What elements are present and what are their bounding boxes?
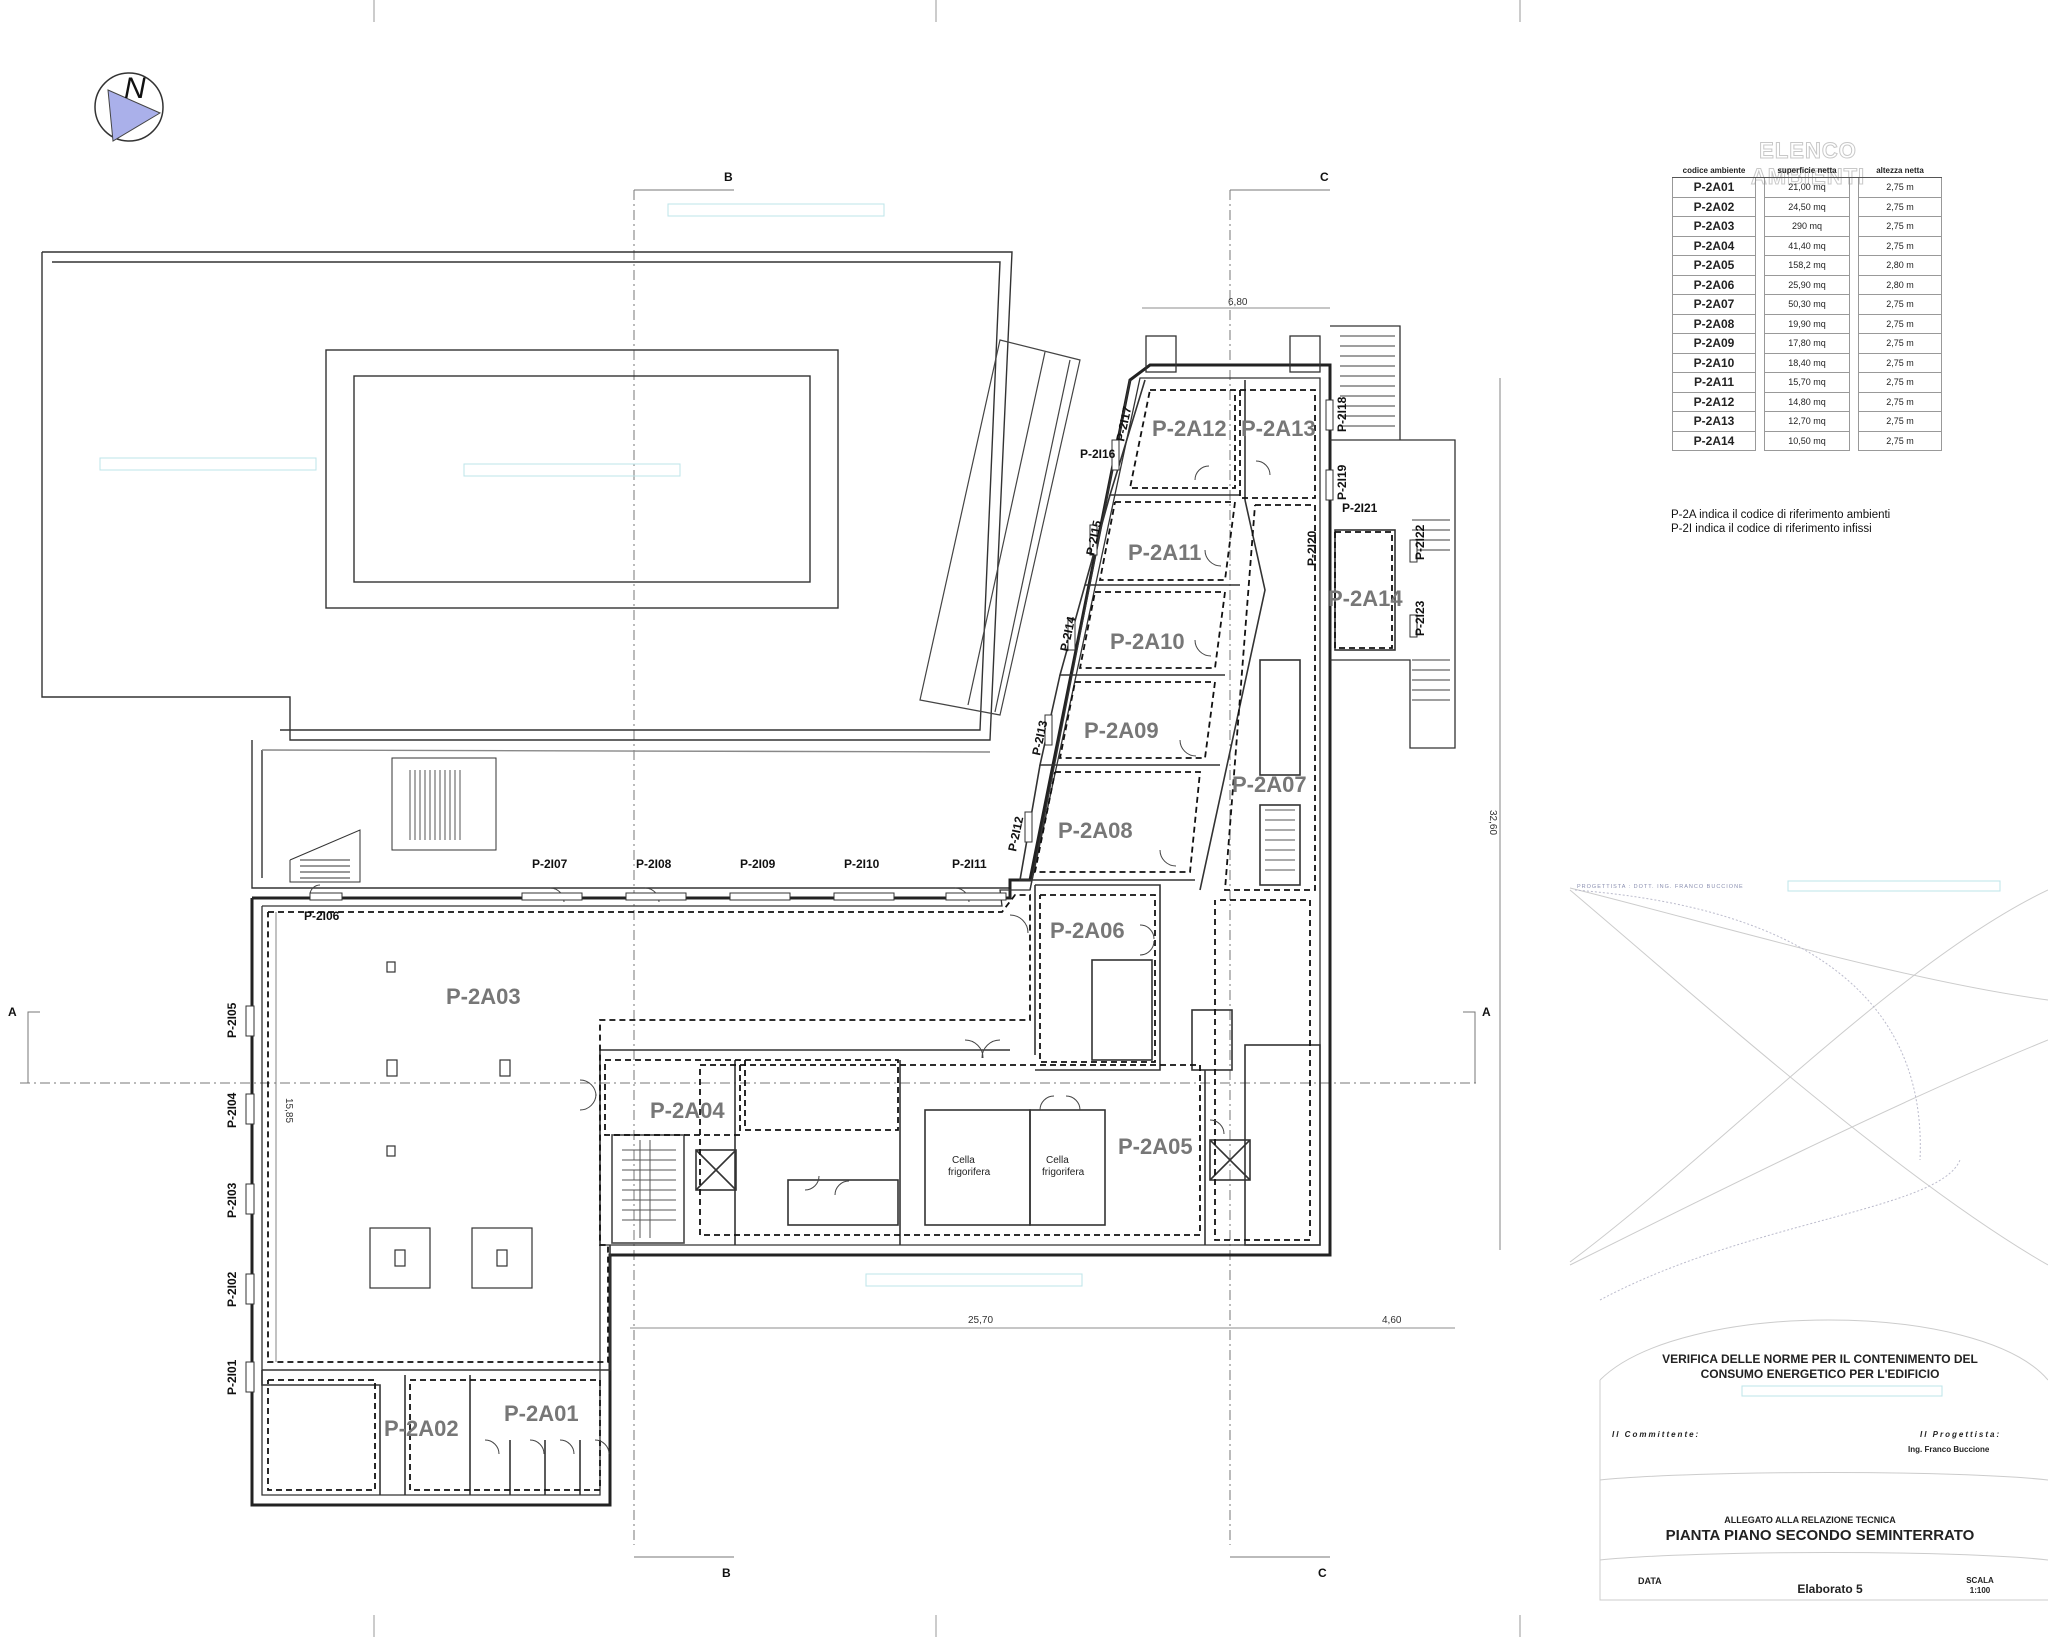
window-label-p2i07: P-2I07 xyxy=(532,857,568,871)
window-label-p2i11: P-2I11 xyxy=(952,857,987,871)
room-label-p2a06: P-2A06 xyxy=(1050,918,1125,943)
window-label-p2i05: P-2I05 xyxy=(225,1002,239,1038)
window-label-p2i10: P-2I10 xyxy=(844,857,880,871)
room-label-p2a09: P-2A09 xyxy=(1084,718,1159,743)
dim-left: 15,85 xyxy=(283,1098,294,1123)
room-label-p2a05: P-2A05 xyxy=(1118,1134,1193,1159)
section-b-bottom: B xyxy=(722,1566,731,1580)
legend-note-infissi: P-2I indica il codice di riferimento inf… xyxy=(1671,523,1872,535)
north-label: N xyxy=(124,72,146,105)
section-b-top: B xyxy=(724,170,733,184)
section-c-bottom: C xyxy=(1318,1566,1327,1580)
north-arrow-icon: N xyxy=(94,72,164,142)
window-label-p2i15: P-2I15 xyxy=(1083,519,1104,557)
room-label-p2a11: P-2A11 xyxy=(1128,540,1201,565)
legend-notes: P-2A indica il codice di riferimento amb… xyxy=(1671,508,1890,536)
window-label-p2i04: P-2I04 xyxy=(225,1092,239,1128)
window-label-p2i02: P-2I02 xyxy=(225,1271,239,1307)
legend-header-code: codice ambiente xyxy=(1672,166,1756,178)
window-label-p2i12: P-2I12 xyxy=(1005,815,1026,853)
cell-label-2a: Cella xyxy=(1046,1155,1069,1166)
window-label-p2i19: P-2I19 xyxy=(1335,464,1349,500)
window-label-p2i22: P-2I22 xyxy=(1413,524,1427,560)
progettista-name: Ing. Franco Buccione xyxy=(1908,1445,1990,1454)
scala-value: 1:100 xyxy=(1969,1586,1991,1595)
window-label-p2i21: P-2I21 xyxy=(1342,501,1378,515)
scala-label: SCALA xyxy=(1966,1576,1994,1585)
room-label-p2a03: P-2A03 xyxy=(446,984,521,1009)
window-label-p2i23: P-2I23 xyxy=(1413,600,1427,636)
progettista-strip: PROGETTISTA : DOTT. ING. FRANCO BUCCIONE xyxy=(1577,884,1744,890)
legend-header-surface: superficie netta xyxy=(1764,166,1850,178)
window-label-p2i16: P-2I16 xyxy=(1080,447,1116,461)
room-label-p2a02: P-2A02 xyxy=(384,1416,459,1441)
room-label-p2a13: P-2A13 xyxy=(1241,416,1316,441)
dim-top: 6,80 xyxy=(1228,297,1248,308)
progettista-label: Il Progettista: xyxy=(1920,1430,2002,1439)
room-label-p2a14: P-2A14 xyxy=(1328,586,1403,611)
window-label-p2i01: P-2I01 xyxy=(225,1359,239,1395)
window-label-p2i03: P-2I03 xyxy=(225,1182,239,1218)
window-label-p2i18: P-2I18 xyxy=(1335,396,1349,432)
drawing-title: PIANTA PIANO SECONDO SEMINTERRATO xyxy=(1665,1527,1975,1544)
cell-label-1b: frigorifera xyxy=(948,1167,991,1178)
cell-label-1a: Cella xyxy=(952,1155,975,1166)
dim-bottom-main: 25,70 xyxy=(968,1315,993,1326)
window-label-p2i20: P-2I20 xyxy=(1305,530,1319,566)
window-label-p2i06: P-2I06 xyxy=(304,909,340,923)
window-label-p2i08: P-2I08 xyxy=(636,857,672,871)
cell-label-2b: frigorifera xyxy=(1042,1167,1085,1178)
room-label-p2a08: P-2A08 xyxy=(1058,818,1133,843)
dim-right: 32,60 xyxy=(1487,810,1498,835)
allegato-label: ALLEGATO ALLA RELAZIONE TECNICA xyxy=(1724,1515,1896,1525)
room-label-p2a10: P-2A10 xyxy=(1110,629,1185,654)
room-label-p2a12: P-2A12 xyxy=(1152,416,1227,441)
legend-note-ambienti: P-2A indica il codice di riferimento amb… xyxy=(1671,509,1891,521)
dim-bottom-right: 4,60 xyxy=(1382,1315,1402,1326)
room-label-p2a04: P-2A04 xyxy=(650,1098,725,1123)
legend-table: codice ambiente superficie netta altezza… xyxy=(1672,166,1942,451)
title-verifica: VERIFICA DELLE NORME PER IL CONTENIMENTO… xyxy=(1662,1352,1978,1381)
elaborato-label: Elaborato 5 xyxy=(1797,1582,1863,1596)
data-label: DATA xyxy=(1638,1576,1662,1586)
section-a-left: A xyxy=(8,1005,17,1019)
room-label-p2a01: P-2A01 xyxy=(504,1401,579,1426)
window-label-p2i09: P-2I09 xyxy=(740,857,776,871)
committente-label: Il Committente: xyxy=(1612,1430,1701,1439)
legend-header-height: altezza netta xyxy=(1858,166,1942,178)
title-block: VERIFICA DELLE NORME PER IL CONTENIMENTO… xyxy=(1590,1290,2048,1637)
section-a-right: A xyxy=(1482,1005,1491,1019)
section-c-top: C xyxy=(1320,170,1329,184)
room-label-p2a07: P-2A07 xyxy=(1232,772,1307,797)
